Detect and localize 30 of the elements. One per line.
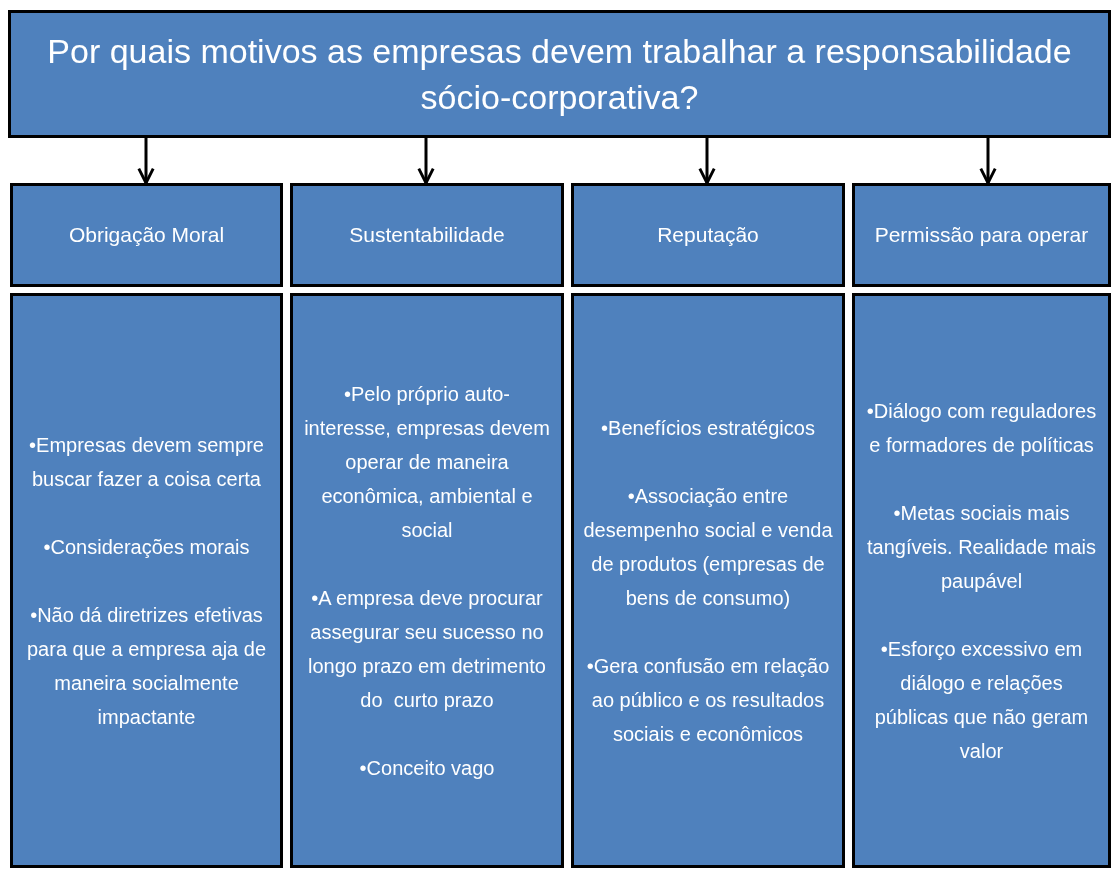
content-box [571,293,845,868]
bullet-text: •Benefícios estratégicos [601,415,815,441]
arrow [698,138,716,185]
arrow [979,138,997,185]
arrow [417,138,435,185]
title-text: Por quais motivos as empresas devem trabalhar a responsabilidade sócio-corporativa? [46,31,1073,118]
header-box [10,183,283,287]
bullet-text: •Empresas devem sempre buscar fazer a coisa certa [28,432,265,492]
arrow [137,138,155,185]
bullet-text: •A empresa deve procurar assegurar seu sucesso no longo prazo em detrimento do curto prazo [307,585,547,713]
header-text: Permissão para operar [874,222,1089,248]
bullet-text: •Não dá diretrizes efetivas para que a empresa aja de maneira socialmente impactante [25,602,268,730]
header-box [852,183,1111,287]
header-text: Reputação [657,222,759,248]
bullet-text: •Esforço excessivo em diálogo e relações públicas que não geram valor [873,636,1090,764]
bullet-text: •Considerações morais [43,534,250,560]
bullet-text: •Conceito vago [359,755,495,781]
header-box [290,183,564,287]
header-text: Sustentabilidade [349,222,505,248]
bullet-text: •Diálogo com reguladores e formadores de políticas [865,398,1098,458]
content-box [290,293,564,868]
bullet-text: •Metas sociais mais tangíveis. Realidade mais paupável [866,500,1097,594]
bullet-text: •Pelo próprio auto-interesse, empresas devem operar de maneira econômica, ambiental e social [303,381,551,543]
content-box [10,293,283,868]
bullet-text: •Associação entre desempenho social e venda de produtos (empresas de bens de consumo) [582,483,834,611]
title-box [8,10,1111,138]
content-box [852,293,1111,868]
header-box [571,183,845,287]
header-text: Obrigação Moral [68,222,225,248]
bullet-text: •Gera confusão em relação ao público e os resultados sociais e econômicos [585,653,831,747]
